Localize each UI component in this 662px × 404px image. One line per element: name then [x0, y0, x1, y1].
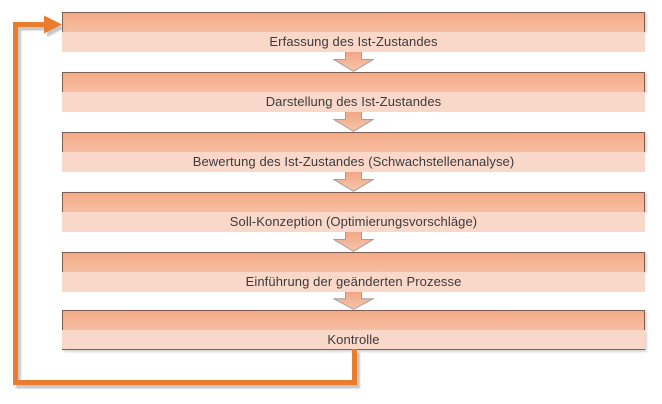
process-step-erfassung: Erfassung des Ist-Zustandes: [62, 12, 645, 52]
down-arrow-icon: [333, 232, 374, 252]
step-color-band: [62, 72, 645, 92]
down-arrow-icon: [333, 112, 374, 132]
step-label: Soll-Konzeption (Optimierungsvorschläge): [62, 212, 645, 232]
loop-arrowhead-icon: [44, 15, 62, 34]
process-step-bewertung: Bewertung des Ist-Zustandes (Schwachstel…: [62, 132, 645, 172]
step-label: Bewertung des Ist-Zustandes (Schwachstel…: [62, 152, 645, 172]
process-step-darstellung: Darstellung des Ist-Zustandes: [62, 72, 645, 112]
step-color-band: [62, 12, 645, 32]
step-color-band: [62, 132, 645, 152]
step-color-band: [62, 192, 645, 212]
process-step-soll-konzeption: Soll-Konzeption (Optimierungsvorschläge): [62, 192, 645, 232]
down-arrow-icon: [333, 52, 374, 72]
step-label: Darstellung des Ist-Zustandes: [62, 92, 645, 112]
down-arrow-icon: [333, 292, 374, 310]
step-label: Einführung der geänderten Prozesse: [62, 272, 645, 292]
down-arrow-icon: [333, 172, 374, 192]
step-color-band: [62, 310, 645, 330]
step-label: Erfassung des Ist-Zustandes: [62, 32, 645, 52]
step-label: Kontrolle: [62, 330, 645, 350]
step-color-band: [62, 252, 645, 272]
process-step-einfuehrung: Einführung der geänderten Prozesse: [62, 252, 645, 292]
process-step-kontrolle: Kontrolle: [62, 310, 645, 350]
